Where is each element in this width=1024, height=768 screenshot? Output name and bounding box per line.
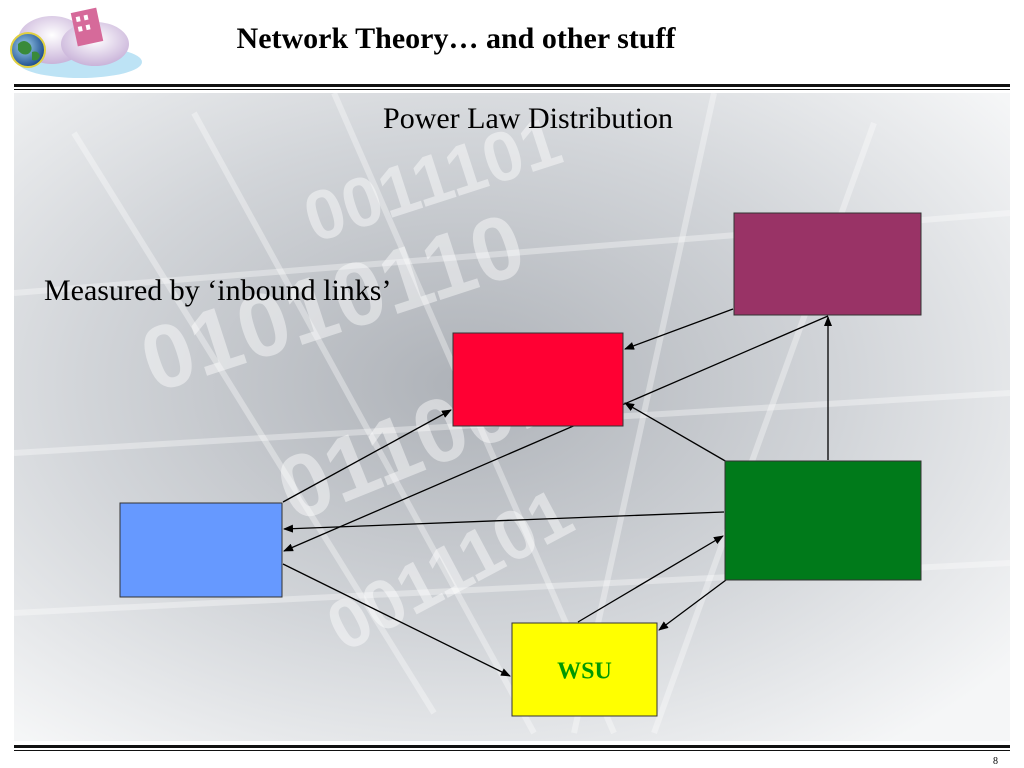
edge-green-to-blue — [283, 511, 725, 533]
node-wsu — [511, 622, 658, 717]
edge-maroon-to-blue — [283, 315, 829, 552]
node-label-wsu: WSU — [557, 659, 612, 685]
edge-maroon-to-red — [624, 308, 734, 350]
node-red — [452, 332, 624, 427]
logo-image — [10, 7, 142, 78]
page-number: 8 — [993, 756, 998, 767]
node-green — [724, 460, 922, 581]
top-divider — [14, 84, 1010, 87]
edge-green-to-red — [624, 402, 728, 463]
slide-subtitle: Power Law Distribution — [383, 102, 673, 135]
top-divider-thin — [14, 89, 1010, 90]
node-maroon — [733, 212, 922, 316]
edge-blue-to-wsu — [282, 563, 511, 677]
bottom-divider — [14, 745, 1010, 748]
edge-blue-to-red — [282, 409, 452, 503]
node-blue — [119, 502, 283, 598]
slide-title: Network Theory… and other stuff — [236, 22, 676, 55]
body-text: Measured by ‘inbound links’ — [44, 274, 392, 307]
edge-wsu-to-green — [577, 535, 724, 623]
edge-green-to-wsu — [658, 579, 727, 631]
bottom-divider-thin — [14, 750, 1010, 751]
